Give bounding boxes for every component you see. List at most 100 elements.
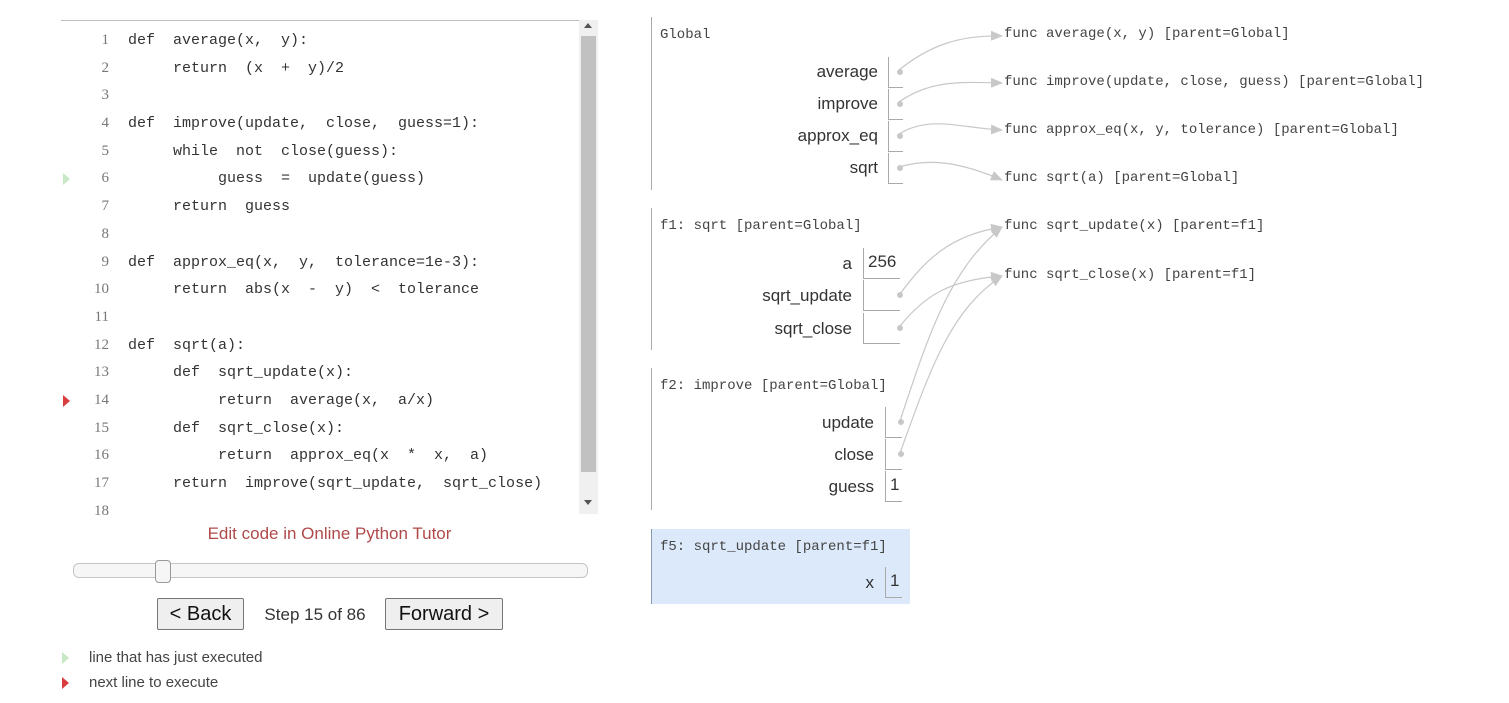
line-number: 15	[94, 419, 109, 436]
code-line: 6 guess = update(guess)	[61, 165, 579, 193]
line-text: def sqrt(a):	[128, 336, 246, 354]
code-line: 1 def average(x, y):	[61, 27, 579, 55]
legend-label: line that has just executed	[89, 649, 263, 666]
variable-name: x	[865, 573, 875, 592]
line-text: return (x + y)/2	[128, 59, 345, 77]
line-number: 1	[101, 32, 110, 48]
code-line: 10 return abs(x - y) < tolerance	[61, 276, 579, 304]
line-marker	[61, 165, 75, 193]
pointer-arrow	[899, 223, 1003, 295]
code-line: 16 return approx_eq(x * x, a)	[61, 442, 579, 470]
line-number: 16	[94, 447, 109, 464]
line-text: return average(x, a/x)	[128, 391, 435, 409]
scroll-up-icon[interactable]	[584, 23, 592, 28]
frame-title: f2: improve [parent=Global]	[660, 378, 887, 394]
pointer-dot-icon	[897, 325, 903, 331]
next-line-arrow-icon	[62, 677, 69, 689]
just-executed-arrow-icon	[62, 652, 69, 664]
variable-value-box	[888, 153, 903, 184]
variable-value-box: 256	[863, 248, 900, 279]
code-editor: 1 def average(x, y): 2 return (x + y)/2 3…	[61, 20, 598, 515]
frame-f2: f2: improve [parent=Global] update close…	[651, 368, 910, 510]
code-line: 2 return (x + y)/2	[61, 55, 579, 83]
code-line: 14 return average(x, a/x)	[61, 387, 579, 415]
code-line: 8	[61, 221, 579, 249]
frame-title: f1: sqrt [parent=Global]	[660, 218, 862, 234]
variable-update: update	[652, 407, 910, 440]
function-object-sqrt: func sqrt(a) [parent=Global]	[1004, 170, 1240, 186]
scroll-thumb[interactable]	[581, 36, 596, 472]
pointer-arrow	[899, 226, 1003, 422]
line-text: def improve(update, close, guess=1):	[128, 115, 480, 133]
variable-approx-eq: approx_eq	[652, 121, 903, 154]
variable-name: close	[834, 445, 874, 464]
back-button[interactable]: < Back	[157, 598, 244, 630]
code-line: 18	[61, 498, 579, 515]
variable-name: guess	[828, 477, 874, 496]
line-number: 3	[101, 87, 110, 104]
code-lines: 1 def average(x, y): 2 return (x + y)/2 3…	[61, 27, 579, 515]
line-text: def sqrt_close(x):	[128, 419, 345, 437]
line-number: 18	[94, 502, 109, 515]
pointer-dot-icon	[897, 165, 903, 171]
variable-name: sqrt_close	[774, 319, 852, 338]
line-number: 5	[101, 142, 110, 159]
just-executed-arrow-icon	[63, 173, 70, 186]
line-text: def average(x, y):	[128, 32, 309, 49]
frame-title: Global	[660, 27, 711, 43]
variable-value-box	[885, 407, 904, 438]
step-slider[interactable]	[73, 563, 588, 578]
line-number: 7	[101, 198, 110, 215]
code-line: 3	[61, 82, 579, 110]
pointer-dot-icon	[898, 419, 904, 425]
code-line: 7 return guess	[61, 193, 579, 221]
variable-improve: improve	[652, 89, 903, 122]
variable-value-box: 1	[885, 567, 902, 598]
frame-f1: f1: sqrt [parent=Global] a 256 sqrt_upda…	[651, 208, 903, 350]
variable-value-box	[863, 313, 903, 344]
function-object-sqrt-close: func sqrt_close(x) [parent=f1]	[1004, 267, 1257, 283]
pointer-dot-icon	[897, 292, 903, 298]
variable-close: close	[652, 439, 910, 472]
line-number: 4	[101, 115, 110, 132]
step-slider-handle[interactable]	[155, 560, 172, 583]
variable-value: 256	[868, 252, 897, 271]
step-counter: Step 15 of 86	[264, 605, 366, 624]
pointer-arrow	[899, 271, 1003, 327]
variable-name: sqrt_update	[762, 286, 852, 305]
code-scrollbar[interactable]	[579, 20, 598, 514]
variable-sqrt-close: sqrt_close	[652, 313, 903, 346]
line-number: 14	[94, 391, 109, 408]
code-line: 15 def sqrt_close(x):	[61, 415, 579, 443]
pointer-arrow	[898, 161, 1003, 181]
forward-button[interactable]: Forward >	[385, 598, 503, 630]
variable-value-box	[885, 439, 904, 470]
variable-name: sqrt	[849, 158, 878, 177]
function-object-approx-eq: func approx_eq(x, y, tolerance) [parent=…	[1004, 122, 1399, 138]
line-number: 11	[94, 308, 109, 325]
frame-f5-active: f5: sqrt_update [parent=f1] x 1	[651, 529, 910, 604]
next-line-arrow-icon	[63, 394, 70, 407]
code-line: 12 def sqrt(a):	[61, 332, 579, 360]
line-number: 10	[94, 281, 109, 298]
pointer-arrow	[898, 77, 1003, 103]
function-object-average: func average(x, y) [parent=Global]	[1004, 26, 1290, 42]
line-number: 12	[94, 336, 109, 353]
pointer-dot-icon	[897, 133, 903, 139]
variable-value: 1	[890, 571, 900, 590]
line-number: 9	[101, 253, 110, 270]
line-number: 13	[94, 364, 109, 381]
variable-value-box	[863, 280, 903, 311]
code-line: 17 return improve(sqrt_update, sqrt_clos…	[61, 470, 579, 498]
scroll-down-icon[interactable]	[584, 500, 592, 505]
line-number: 17	[94, 475, 109, 491]
variable-guess: guess 1	[652, 471, 910, 504]
pointer-arrow	[899, 275, 1003, 454]
line-text: return abs(x - y) < tolerance	[128, 281, 480, 299]
edit-code-link[interactable]: Edit code in Online Python Tutor	[207, 524, 452, 543]
function-object-sqrt-update: func sqrt_update(x) [parent=f1]	[1004, 218, 1265, 234]
line-text: return improve(sqrt_update, sqrt_close)	[128, 475, 543, 492]
line-text: def sqrt_update(x):	[128, 364, 354, 382]
line-text: def approx_eq(x, y, tolerance=1e-3):	[128, 253, 480, 271]
variable-x: x 1	[652, 567, 910, 600]
